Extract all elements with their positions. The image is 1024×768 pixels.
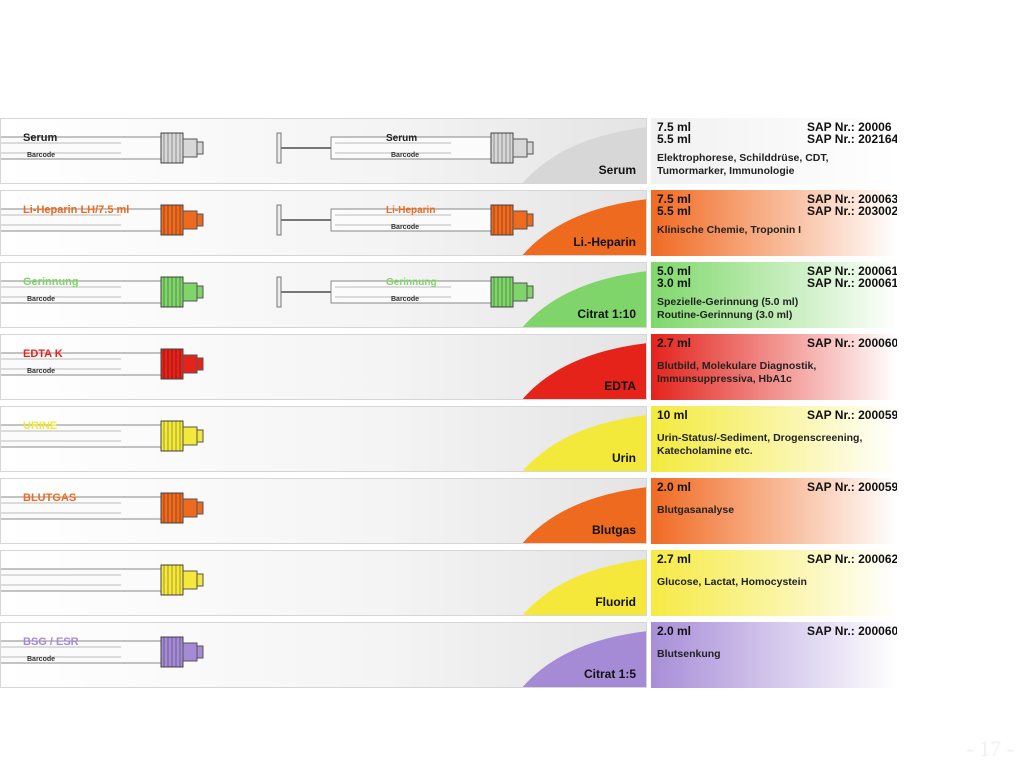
tube-illustration-panel: Fluorid xyxy=(0,550,647,616)
volume-1: 2.0 ml xyxy=(657,624,692,638)
tube-type-label: Serum xyxy=(598,163,636,177)
sap-number-2: SAP Nr.: 200061 xyxy=(807,276,897,290)
tube-barcode-text: Barcode xyxy=(391,152,419,159)
sap-number-2: SAP Nr.: 203002 xyxy=(807,204,897,218)
tube-barcode-text: Barcode xyxy=(27,296,55,303)
page-number: - 17 - xyxy=(966,736,1014,761)
tube-info-panel: 7.5 ml SAP Nr.: 200063 5.5 ml SAP Nr.: 2030… xyxy=(651,190,897,256)
tube-label-text: Serum xyxy=(23,132,57,144)
tube-type-label: Li.-Heparin xyxy=(573,235,636,249)
volume-1: 10 ml xyxy=(657,408,688,422)
sap-number-1: SAP Nr.: 200060 xyxy=(807,336,897,350)
volume-1: 5.0 ml xyxy=(657,264,692,278)
tube-info-panel: 7.5 ml SAP Nr.: 20006 5.5 ml SAP Nr.: 20216… xyxy=(651,118,897,184)
volume-1: 2.0 ml xyxy=(657,480,692,494)
usage-description: Klinische Chemie, Troponin I xyxy=(657,224,802,236)
volume-1: 2.7 ml xyxy=(657,336,692,350)
sap-number-1: SAP Nr.: 200060 xyxy=(807,624,897,638)
volume-1: 7.5 ml xyxy=(657,120,692,134)
volume-1: 7.5 ml xyxy=(657,192,692,206)
tube-type-label: Fluorid xyxy=(595,595,636,609)
tube-barcode-text: Barcode xyxy=(27,368,55,375)
tube-illustration-panel: BLUTGAS Blutgas xyxy=(0,478,647,544)
usage-description: Spezielle-Gerinnung (5.0 ml) Routine-Ger… xyxy=(657,296,799,321)
usage-description: Blutgasanalyse xyxy=(657,504,735,516)
tube-type-label: EDTA xyxy=(604,379,636,393)
tube-drawing: BSG / ESR Barcode xyxy=(1,631,646,687)
tube-type-label: Citrat 1:10 xyxy=(577,307,636,321)
usage-description: Glucose, Lactat, Homocystein xyxy=(657,576,807,588)
volume-2: 5.5 ml xyxy=(657,204,692,218)
sap-number-1: SAP Nr.: 200062 xyxy=(807,552,897,566)
tube-label-text: URINE xyxy=(23,420,57,432)
tube-label-text: BSG / ESR xyxy=(23,636,79,648)
sap-number-1: SAP Nr.: 200063 xyxy=(807,192,897,206)
tube-label-text: BLUTGAS xyxy=(23,492,76,504)
tube-label-text: Gerinnung xyxy=(23,276,79,288)
tube-illustration-panel: URINE Urin xyxy=(0,406,647,472)
volume-2: 3.0 ml xyxy=(657,276,692,290)
volume-1: 2.7 ml xyxy=(657,552,692,566)
tube-label-text: EDTA K xyxy=(23,348,63,360)
tube-label-text: Serum xyxy=(386,133,417,144)
tube-type-label: Citrat 1:5 xyxy=(583,667,636,681)
sap-number-1: SAP Nr.: 200059 xyxy=(807,480,897,494)
tube-label-text: Li-Heparin xyxy=(386,205,435,216)
sap-number-1: SAP Nr.: 200059 xyxy=(807,408,897,422)
usage-description: Blutbild, Molekulare Diagnostik, Immunsu… xyxy=(657,360,817,385)
tube-label-text: Gerinnung xyxy=(386,277,437,288)
sap-number-1: SAP Nr.: 200061 xyxy=(807,264,897,278)
tube-drawing: URINE xyxy=(1,415,646,471)
usage-description: Urin-Status/-Sediment, Drogenscreening, … xyxy=(657,432,863,457)
sap-number-2: SAP Nr.: 202164 xyxy=(807,132,897,146)
tube-info-panel: 5.0 ml SAP Nr.: 200061 3.0 ml SAP Nr.: 2000… xyxy=(651,262,897,328)
tube-type-label: Urin xyxy=(612,451,636,465)
tube-barcode-text: Barcode xyxy=(27,656,55,663)
sap-number-1: SAP Nr.: 20006 xyxy=(807,120,892,134)
usage-description: Blutsenkung xyxy=(657,648,721,660)
tube-label-text: Li-Heparin LH/7.5 ml xyxy=(23,204,129,216)
tube-barcode-text: Barcode xyxy=(391,224,419,231)
tube-drawing: BLUTGAS xyxy=(1,487,646,543)
tube-barcode-text: Barcode xyxy=(391,296,419,303)
volume-2: 5.5 ml xyxy=(657,132,692,146)
tube-barcode-text: Barcode xyxy=(27,152,55,159)
tube-type-label: Blutgas xyxy=(591,523,636,537)
tube-drawing: EDTA K Barcode xyxy=(1,343,646,399)
tube-drawing xyxy=(1,559,646,615)
usage-description: Elektrophorese, Schilddrüse, CDT, Tumorm… xyxy=(657,152,829,177)
